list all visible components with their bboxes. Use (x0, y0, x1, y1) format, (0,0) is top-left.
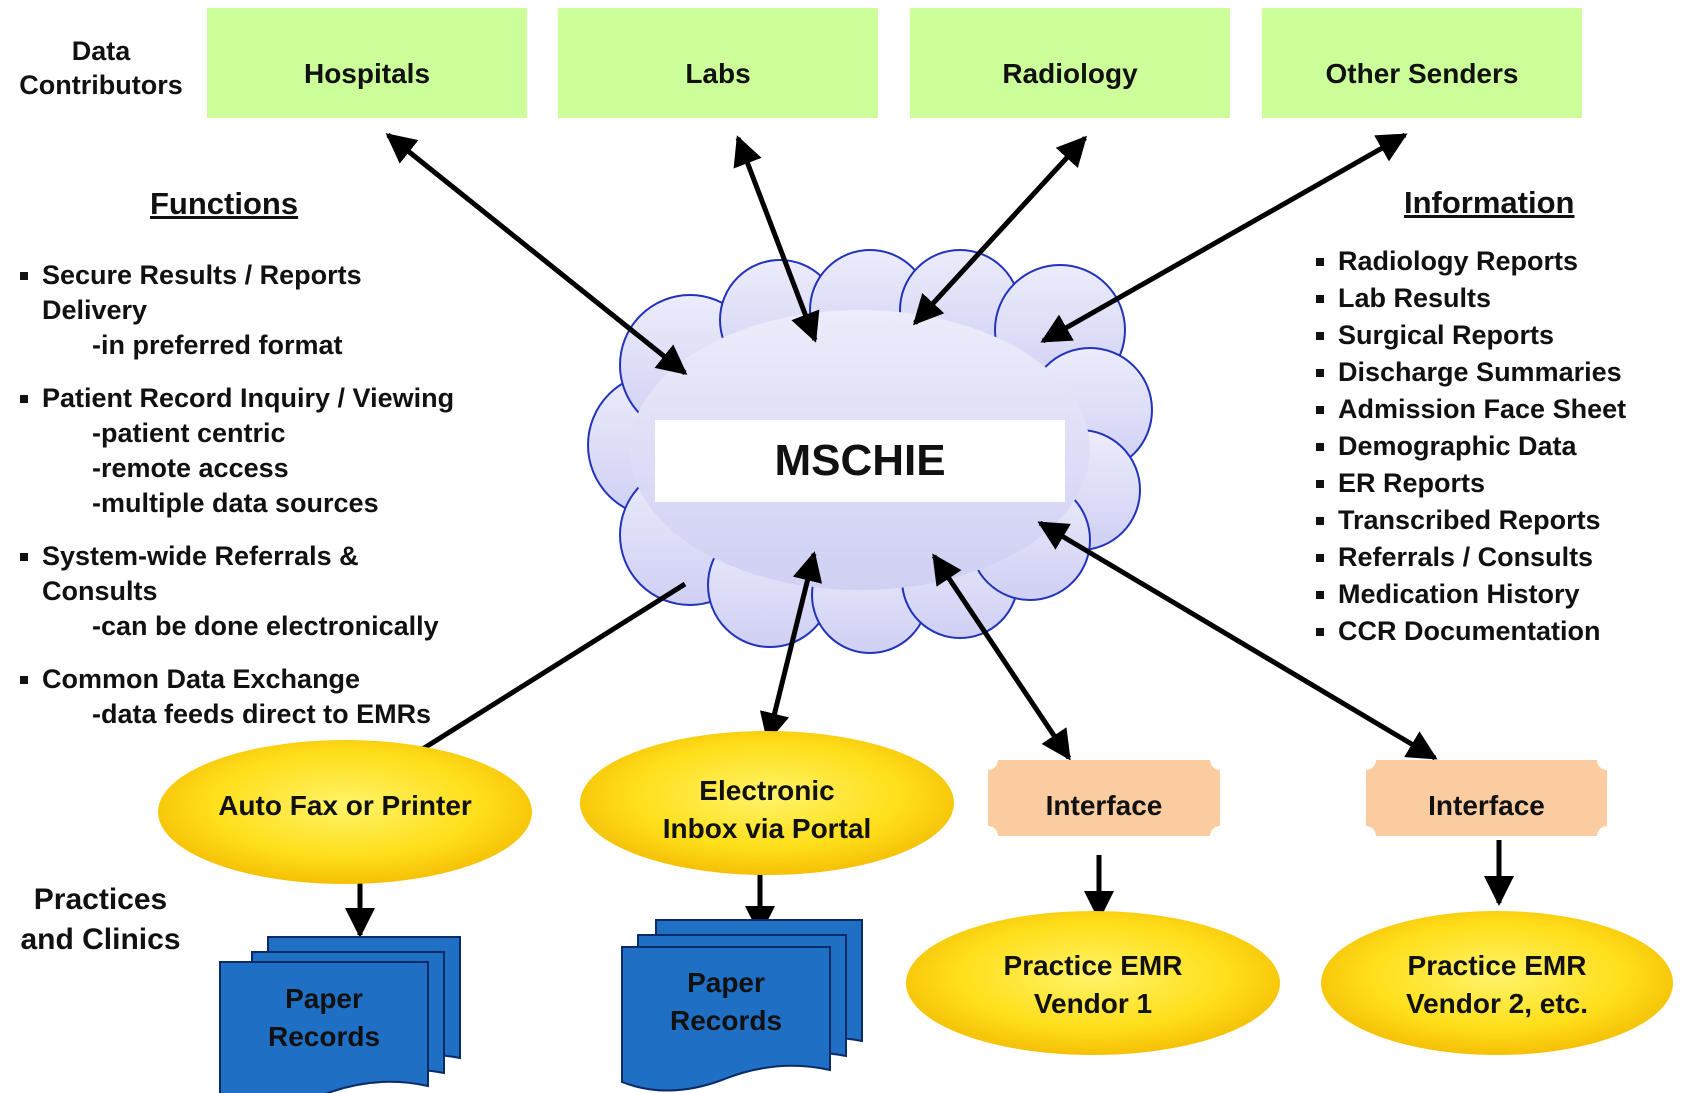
function-item-data-exchange: Common Data Exchange -data feeds direct … (20, 662, 520, 732)
function-item-line: Delivery (42, 295, 148, 325)
emr-vendor-2-line-1: Practice EMR (1407, 950, 1587, 981)
mschie-box (655, 420, 1065, 502)
information-item: Demographic Data (1316, 428, 1626, 465)
paper-records-2-line-2: Records (669, 1005, 783, 1036)
paper-records-1-line-1: Paper (285, 983, 363, 1014)
electronic-inbox-label-line-1: Electronic (699, 775, 835, 806)
information-heading: Information (1404, 185, 1575, 220)
function-subitem-text: patient centric (101, 418, 286, 448)
data-contributors-label: Data Contributors (6, 34, 196, 102)
interface-2-shape (1366, 760, 1607, 836)
function-item-line: Patient Record Inquiry / Viewing (42, 383, 455, 413)
emr-vendor-2-ellipse (1321, 911, 1673, 1055)
interface-1-label: Interface (1045, 790, 1163, 821)
function-subitem-text: data feeds direct to EMRs (101, 699, 432, 729)
arrow-labs (733, 135, 820, 343)
function-subitem-text: in preferred format (101, 330, 343, 360)
other-senders-box (1262, 8, 1582, 118)
information-item: Radiology Reports (1316, 243, 1626, 280)
labs-label: Labs (685, 58, 751, 89)
information-list: Radiology Reports Lab Results Surgical R… (1316, 243, 1626, 650)
arrow-interface-2 (1037, 520, 1438, 761)
mschie-label: MSCHIE (774, 436, 946, 485)
function-subitem: -remote access (92, 453, 289, 483)
interface-1-shape (988, 760, 1220, 836)
function-item-record-inquiry: Patient Record Inquiry / Viewing -patien… (20, 381, 520, 521)
hospitals-label: Hospitals (303, 58, 431, 89)
emr-vendor-1-line-2: Vendor 1 (1033, 988, 1153, 1019)
information-item: Transcribed Reports (1316, 502, 1626, 539)
radiology-label: Radiology (1002, 58, 1138, 89)
practices-label-line-2: and Clinics (20, 923, 181, 956)
hospitals-box (207, 8, 527, 118)
practices-label-line-1: Practices (33, 883, 168, 916)
interface-2-label: Interface (1428, 790, 1545, 821)
function-subitem-text: can be done electronically (101, 611, 439, 641)
function-item-line: Secure Results / Reports (42, 260, 362, 290)
function-subitem: -can be done electronically (92, 611, 439, 641)
emr-vendor-2-label: Practice EMR Vendor 2, etc. (1321, 947, 1673, 1023)
arrow-electronic-inbox (759, 551, 823, 743)
information-item: Referrals / Consults (1316, 539, 1626, 576)
emr-vendor-2-line-2: Vendor 2, etc. (1405, 988, 1589, 1019)
data-contributors-label-line-1: Data (71, 36, 131, 66)
function-item-line: Common Data Exchange (42, 664, 361, 694)
paper-records-2-line-1: Paper (687, 967, 765, 998)
function-subitem-text: remote access (101, 453, 289, 483)
paper-records-1-label: Paper Records (220, 980, 428, 1056)
information-item: Surgical Reports (1316, 317, 1626, 354)
arrow-auto-fax (383, 581, 687, 775)
labs-box (558, 8, 878, 118)
paper-records-2-label: Paper Records (622, 964, 830, 1040)
information-item: Medication History (1316, 576, 1626, 613)
function-subitem: -in preferred format (92, 330, 343, 360)
functions-heading: Functions (150, 186, 299, 221)
data-contributors-label-line-2: Contributors (19, 70, 183, 100)
function-item-referrals: System-wide Referrals & Consults -can be… (20, 539, 520, 644)
paper-records-stack-1 (219, 936, 461, 1093)
practices-label: Practices and Clinics (8, 880, 193, 960)
functions-list: Secure Results / Reports Delivery -in pr… (20, 258, 520, 750)
electronic-inbox-ellipse (580, 731, 954, 875)
arrow-other-senders (1040, 132, 1408, 344)
emr-vendor-1-label: Practice EMR Vendor 1 (906, 947, 1280, 1023)
electronic-inbox-label-line-2: Inbox via Portal (662, 813, 872, 844)
information-item: ER Reports (1316, 465, 1626, 502)
information-item: Admission Face Sheet (1316, 391, 1626, 428)
function-subitem: -data feeds direct to EMRs (92, 699, 432, 729)
other-senders-label: Other Senders (1325, 58, 1519, 89)
information-item: Discharge Summaries (1316, 354, 1626, 391)
arrow-hospitals (385, 133, 688, 375)
connector-arrows (345, 132, 1514, 938)
paper-records-1-line-2: Records (267, 1021, 381, 1052)
information-item: Lab Results (1316, 280, 1626, 317)
electronic-inbox-label: Electronic Inbox via Portal (580, 772, 954, 848)
auto-fax-ellipse (158, 740, 532, 884)
paper-records-stack-2 (621, 919, 863, 1092)
function-item-reports-delivery: Secure Results / Reports Delivery -in pr… (20, 258, 520, 363)
auto-fax-label: Auto Fax or Printer (218, 790, 472, 821)
function-subitem: -multiple data sources (92, 488, 379, 518)
radiology-box (910, 8, 1230, 118)
function-item-line: System-wide Referrals & (42, 541, 359, 571)
function-item-line: Consults (42, 576, 158, 606)
information-item: CCR Documentation (1316, 613, 1626, 650)
function-subitem: -patient centric (92, 418, 286, 448)
emr-vendor-1-line-1: Practice EMR (1003, 950, 1183, 981)
function-subitem-text: multiple data sources (101, 488, 379, 518)
emr-vendor-1-ellipse (906, 911, 1280, 1055)
